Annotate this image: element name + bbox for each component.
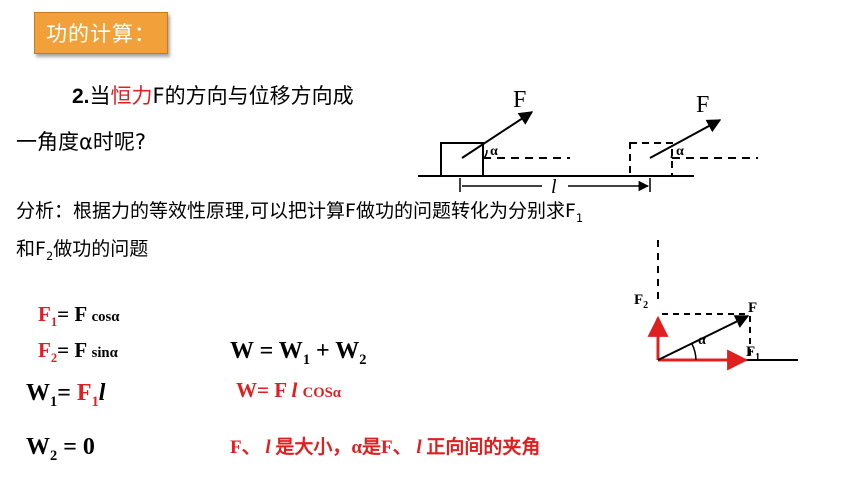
decomposition-diagram: F2 F F1 α xyxy=(634,240,798,371)
w1-name: W xyxy=(26,380,50,406)
f2-label: F2 xyxy=(634,292,648,311)
f1-name: F xyxy=(38,302,51,326)
force-label-2: F xyxy=(696,92,709,118)
formula-w-result: W= F l COSα xyxy=(236,378,341,403)
note-a: F、 xyxy=(230,437,261,458)
analysis-part-b: 和F xyxy=(16,237,46,260)
w1-sub: 1 xyxy=(50,393,58,410)
problem-line-1: 2.当恒力F的方向与位移方向成 xyxy=(72,80,354,110)
section-title-box: 功的计算： xyxy=(34,12,168,54)
angle-arc-2 xyxy=(670,150,673,159)
note-c: 正向间的夹角 xyxy=(426,437,541,458)
w1-fsub: 1 xyxy=(91,393,99,410)
w1-l: l xyxy=(98,380,106,406)
analysis-part-c: 做功的问题 xyxy=(53,237,149,260)
formula-f2: F2= F sinα xyxy=(38,338,118,366)
w2-sub: 2 xyxy=(50,447,58,464)
force-arrow-2 xyxy=(649,119,722,159)
note-l2: l xyxy=(416,437,422,458)
problem-pre: 当 xyxy=(89,84,111,108)
f2-name: F xyxy=(38,338,51,362)
top-diagram: F α F α l xyxy=(418,87,758,198)
angle-arc-1 xyxy=(483,149,488,159)
f2-rest: = F xyxy=(57,338,87,362)
block-dashed xyxy=(629,142,673,177)
section-title: 功的计算： xyxy=(46,22,156,46)
displacement-label: l xyxy=(551,176,557,198)
problem-line-2: 一角度α时呢? xyxy=(16,130,146,154)
w-sum-sub2: 2 xyxy=(359,351,367,368)
w-sum-a: W = W xyxy=(230,338,303,364)
block-solid xyxy=(440,142,484,177)
w-sum-sub1: 1 xyxy=(302,351,311,368)
problem-highlight: 恒力 xyxy=(110,84,153,108)
f1-trig: cosα xyxy=(91,309,120,325)
analysis-sub-1: 1 xyxy=(575,210,584,225)
analysis-sub-2: 2 xyxy=(45,248,54,263)
angle-label-2: α xyxy=(676,144,684,159)
f2-trig: sinα xyxy=(91,345,118,361)
note-b: 是大小，α是F、 xyxy=(275,437,412,458)
f-label: F xyxy=(748,300,757,316)
analysis-text: 分析：根据力的等效性原理,可以把计算F做功的问题转化为分别求F1 和F2做功的问题 xyxy=(16,196,596,272)
formula-w2: W2 = 0 xyxy=(26,434,95,465)
f1-label: F1 xyxy=(746,344,760,363)
f2-sub: 2 xyxy=(50,351,58,366)
f1-sub: 1 xyxy=(50,315,58,330)
w2-rest: = 0 xyxy=(63,434,95,460)
decomp-angle-arc xyxy=(691,343,697,361)
formula-w-sum: W = W1 + W2 xyxy=(230,338,366,369)
problem-number: 2. xyxy=(72,85,90,108)
note-l1: l xyxy=(265,437,271,458)
decomp-angle-label: α xyxy=(698,333,706,348)
w-result-b: COSα xyxy=(302,385,342,401)
force-label-1: F xyxy=(513,87,526,113)
w-result-l: l xyxy=(291,378,298,402)
analysis-part-a: 分析：根据力的等效性原理,可以把计算F做功的问题转化为分别求F xyxy=(16,200,576,222)
f-vector xyxy=(657,315,750,361)
w-sum-plus: + W xyxy=(310,338,360,364)
note-text: F、 l 是大小，α是F、 l 正向间的夹角 xyxy=(230,432,540,459)
w-result-a: W= F xyxy=(236,378,287,402)
w1-f: F xyxy=(76,380,92,406)
angle-label-1: α xyxy=(490,144,498,159)
force-arrow-1 xyxy=(461,111,534,159)
formula-f1: F1= F cosα xyxy=(38,302,119,330)
formula-w1: W1= F1l xyxy=(26,380,105,411)
problem-post: F的方向与位移方向成 xyxy=(152,84,354,108)
f1-rest: = F xyxy=(57,302,87,326)
w1-eq: = xyxy=(57,380,71,406)
w2-name: W xyxy=(26,434,50,460)
